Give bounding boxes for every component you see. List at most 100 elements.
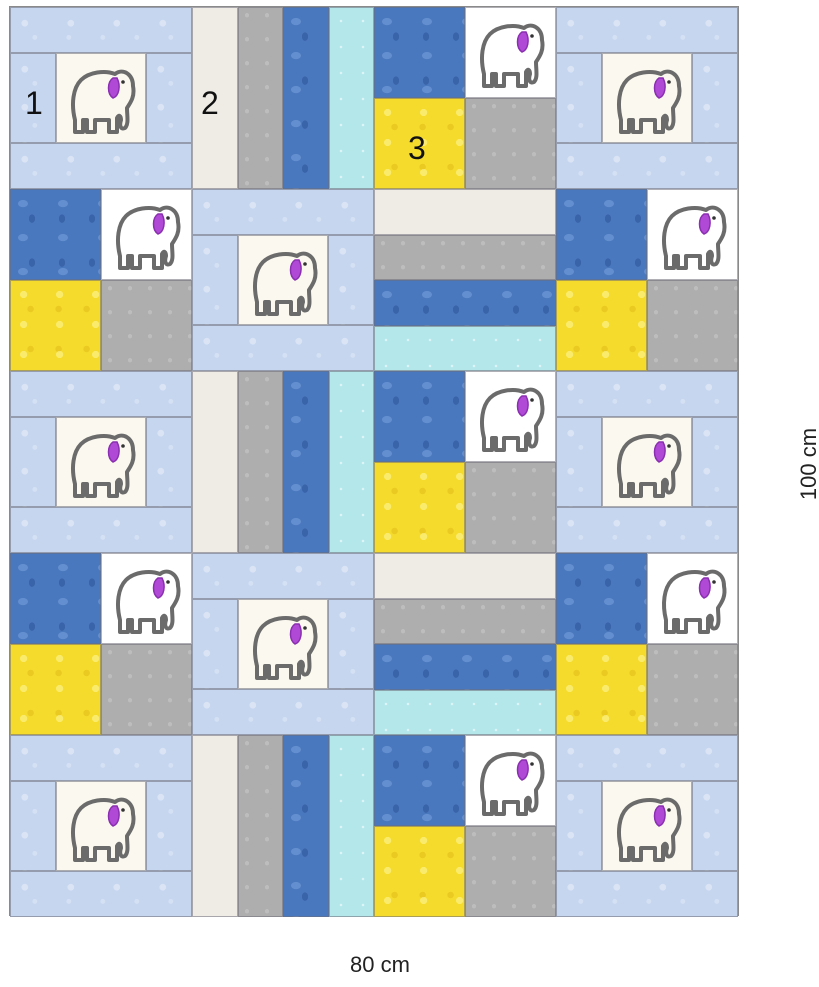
quilt-block-frame [556,735,738,917]
frame-left-strip [192,235,238,325]
elephant-icon [247,606,321,684]
elephant-square [602,781,692,871]
elephant-square [56,53,146,143]
dark-blue-square [10,189,101,280]
yellow-square [556,280,647,371]
yellow-square [374,462,465,553]
elephant-icon [110,196,184,274]
frame-left-strip [556,417,602,507]
frame-top-strip [10,371,192,417]
width-dimension-label: 80 cm [320,952,440,978]
elephant-icon [65,60,139,138]
elephant-square [56,417,146,507]
frame-right-strip [146,417,192,507]
strip-grey [374,235,556,281]
elephant-square [465,371,556,462]
grey-square [465,462,556,553]
strip-blue [283,7,329,189]
quilt-block-stripes-h [374,553,556,735]
frame-top-strip [556,735,738,781]
frame-bottom-strip [192,325,374,371]
grey-square [101,280,192,371]
frame-left-strip [10,417,56,507]
frame-right-strip [328,235,374,325]
elephant-icon [611,424,685,502]
elephant-icon [611,60,685,138]
strip-aqua [374,326,556,372]
frame-top-strip [10,735,192,781]
quilt-block-stripes-v [192,7,374,189]
elephant-square [101,189,192,280]
dark-blue-square [374,735,465,826]
elephant-square [101,553,192,644]
elephant-icon [656,560,730,638]
grey-square [465,98,556,189]
elephant-icon [65,424,139,502]
grey-square [465,826,556,917]
frame-right-strip [692,53,738,143]
grey-square [647,280,738,371]
strip-cream [374,553,556,599]
elephant-icon [611,788,685,866]
strip-aqua [374,690,556,736]
dark-blue-square [556,553,647,644]
frame-left-strip [556,53,602,143]
elephant-square [465,7,556,98]
dark-blue-square [374,371,465,462]
quilt-block-frame [10,735,192,917]
yellow-square [374,826,465,917]
block-number-3: 3 [408,132,426,164]
strip-aqua [329,371,375,553]
quilt-block-fourpatch [374,735,556,917]
frame-left-strip [192,599,238,689]
elephant-icon [474,378,548,456]
frame-top-strip [556,371,738,417]
frame-right-strip [146,53,192,143]
elephant-square [602,53,692,143]
frame-top-strip [10,7,192,53]
block-number-1: 1 [25,87,43,119]
yellow-square [10,644,101,735]
strip-cream [374,189,556,235]
elephant-square [647,189,738,280]
quilt-block-frame [192,553,374,735]
strip-blue [374,280,556,326]
block-number-2: 2 [201,87,219,119]
elephant-icon [110,560,184,638]
elephant-square [647,553,738,644]
quilt-block-fourpatch [374,7,556,189]
yellow-square [556,644,647,735]
grey-square [101,644,192,735]
elephant-icon [656,196,730,274]
strip-grey [374,599,556,645]
elephant-icon [474,14,548,92]
elephant-square [56,781,146,871]
height-dimension-label: 100 cm [796,404,819,524]
strip-cream [192,371,238,553]
frame-bottom-strip [556,871,738,917]
strip-grey [238,735,284,917]
frame-top-strip [192,553,374,599]
strip-aqua [329,7,375,189]
elephant-square [602,417,692,507]
quilt-block-frame [10,371,192,553]
quilt-block-frame [556,371,738,553]
grey-square [647,644,738,735]
frame-left-strip [556,781,602,871]
strip-grey [238,7,284,189]
quilt-layout: 1 2 3 [10,7,738,915]
frame-bottom-strip [556,143,738,189]
frame-right-strip [328,599,374,689]
frame-bottom-strip [10,507,192,553]
quilt-block-frame [556,7,738,189]
strip-cream [192,735,238,917]
quilt-block-fourpatch [556,189,738,371]
frame-top-strip [192,189,374,235]
frame-bottom-strip [192,689,374,735]
elephant-square [238,235,328,325]
quilt-block-fourpatch [10,553,192,735]
yellow-square [10,280,101,371]
elephant-icon [474,742,548,820]
frame-right-strip [692,781,738,871]
strip-grey [238,371,284,553]
